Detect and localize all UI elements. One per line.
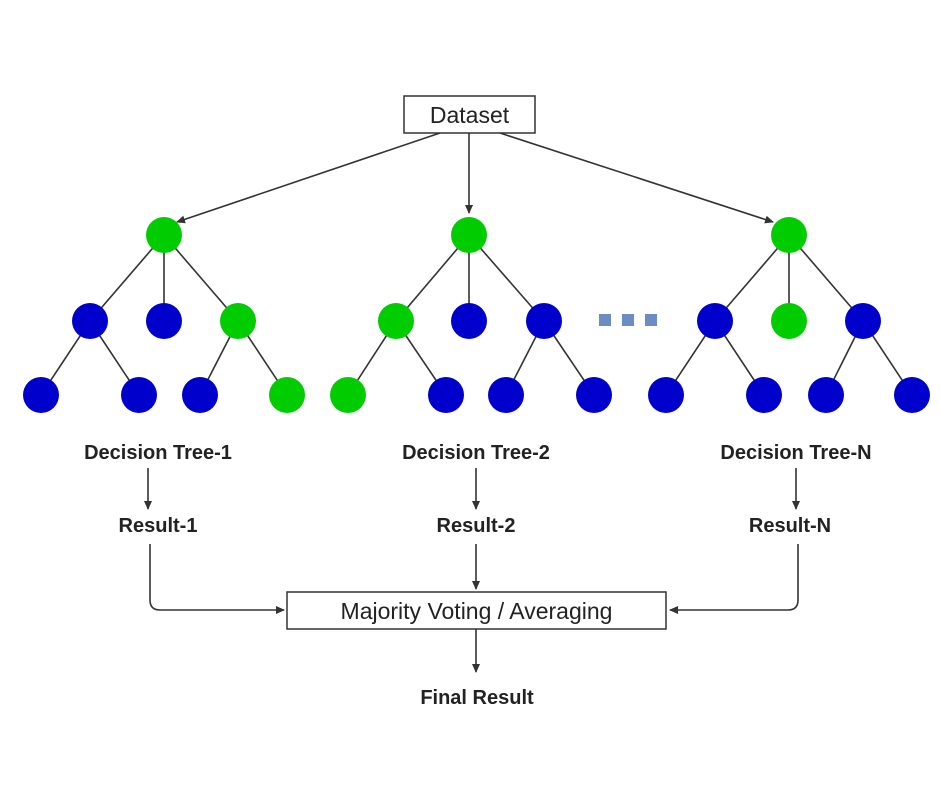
dataset-arrows [176,132,774,224]
tree-3-leaf-node [648,377,684,413]
tree-edge [468,234,545,322]
tree-1-root-node [146,217,182,253]
tree-3-level1-node [697,303,733,339]
tree-2-level1-node [451,303,487,339]
tree-3-level1-node [771,303,807,339]
dataset-label: Dataset [430,102,510,128]
arrow-to-tree-1 [176,132,441,224]
tree-edge [89,234,165,322]
aggregator-box: Majority Voting / Averaging [286,591,667,630]
tree-2-leaf-node [576,377,612,413]
tree-n-label: Decision Tree-N [720,442,871,464]
tree-2-label: Decision Tree-2 [402,442,550,464]
tree-3-leaf-node [808,377,844,413]
tree-3-level1-node [845,303,881,339]
tree-3-root-node [771,217,807,253]
tree-1-leaf-node [23,377,59,413]
tree-1-level1-node [72,303,108,339]
tree-2-level1-node [378,303,414,339]
tree-edge [163,234,239,322]
tree-2-leaf-node [330,377,366,413]
tree-2-leaf-node [428,377,464,413]
tree-3-leaf-node [894,377,930,413]
tree-1-leaf-node [269,377,305,413]
aggregator-label: Majority Voting / Averaging [341,598,613,624]
tree-1-label: Decision Tree-1 [84,442,232,464]
tree-2-level1-node [526,303,562,339]
tree-edge [714,234,790,322]
arrow-result1-aggregator [149,544,285,614]
trees-group [23,217,930,413]
tree-edge [788,234,864,322]
tree-1-leaf-node [182,377,218,413]
ellipsis-icon [599,314,657,326]
tree-1-level1-node [220,303,256,339]
tree-2-root-node [451,217,487,253]
result-2-label: Result-2 [437,515,516,537]
dataset-box: Dataset [403,95,536,134]
tree-edge [395,234,470,322]
result-n-label: Result-N [749,515,831,537]
tree-2-leaf-node [488,377,524,413]
arrow-resultn-aggregator [669,544,799,614]
final-result-label: Final Result [420,687,534,709]
tree-3-leaf-node [746,377,782,413]
arrow-to-tree-n [499,132,774,224]
result-1-label: Result-1 [119,515,198,537]
tree-1-level1-node [146,303,182,339]
tree-1-leaf-node [121,377,157,413]
